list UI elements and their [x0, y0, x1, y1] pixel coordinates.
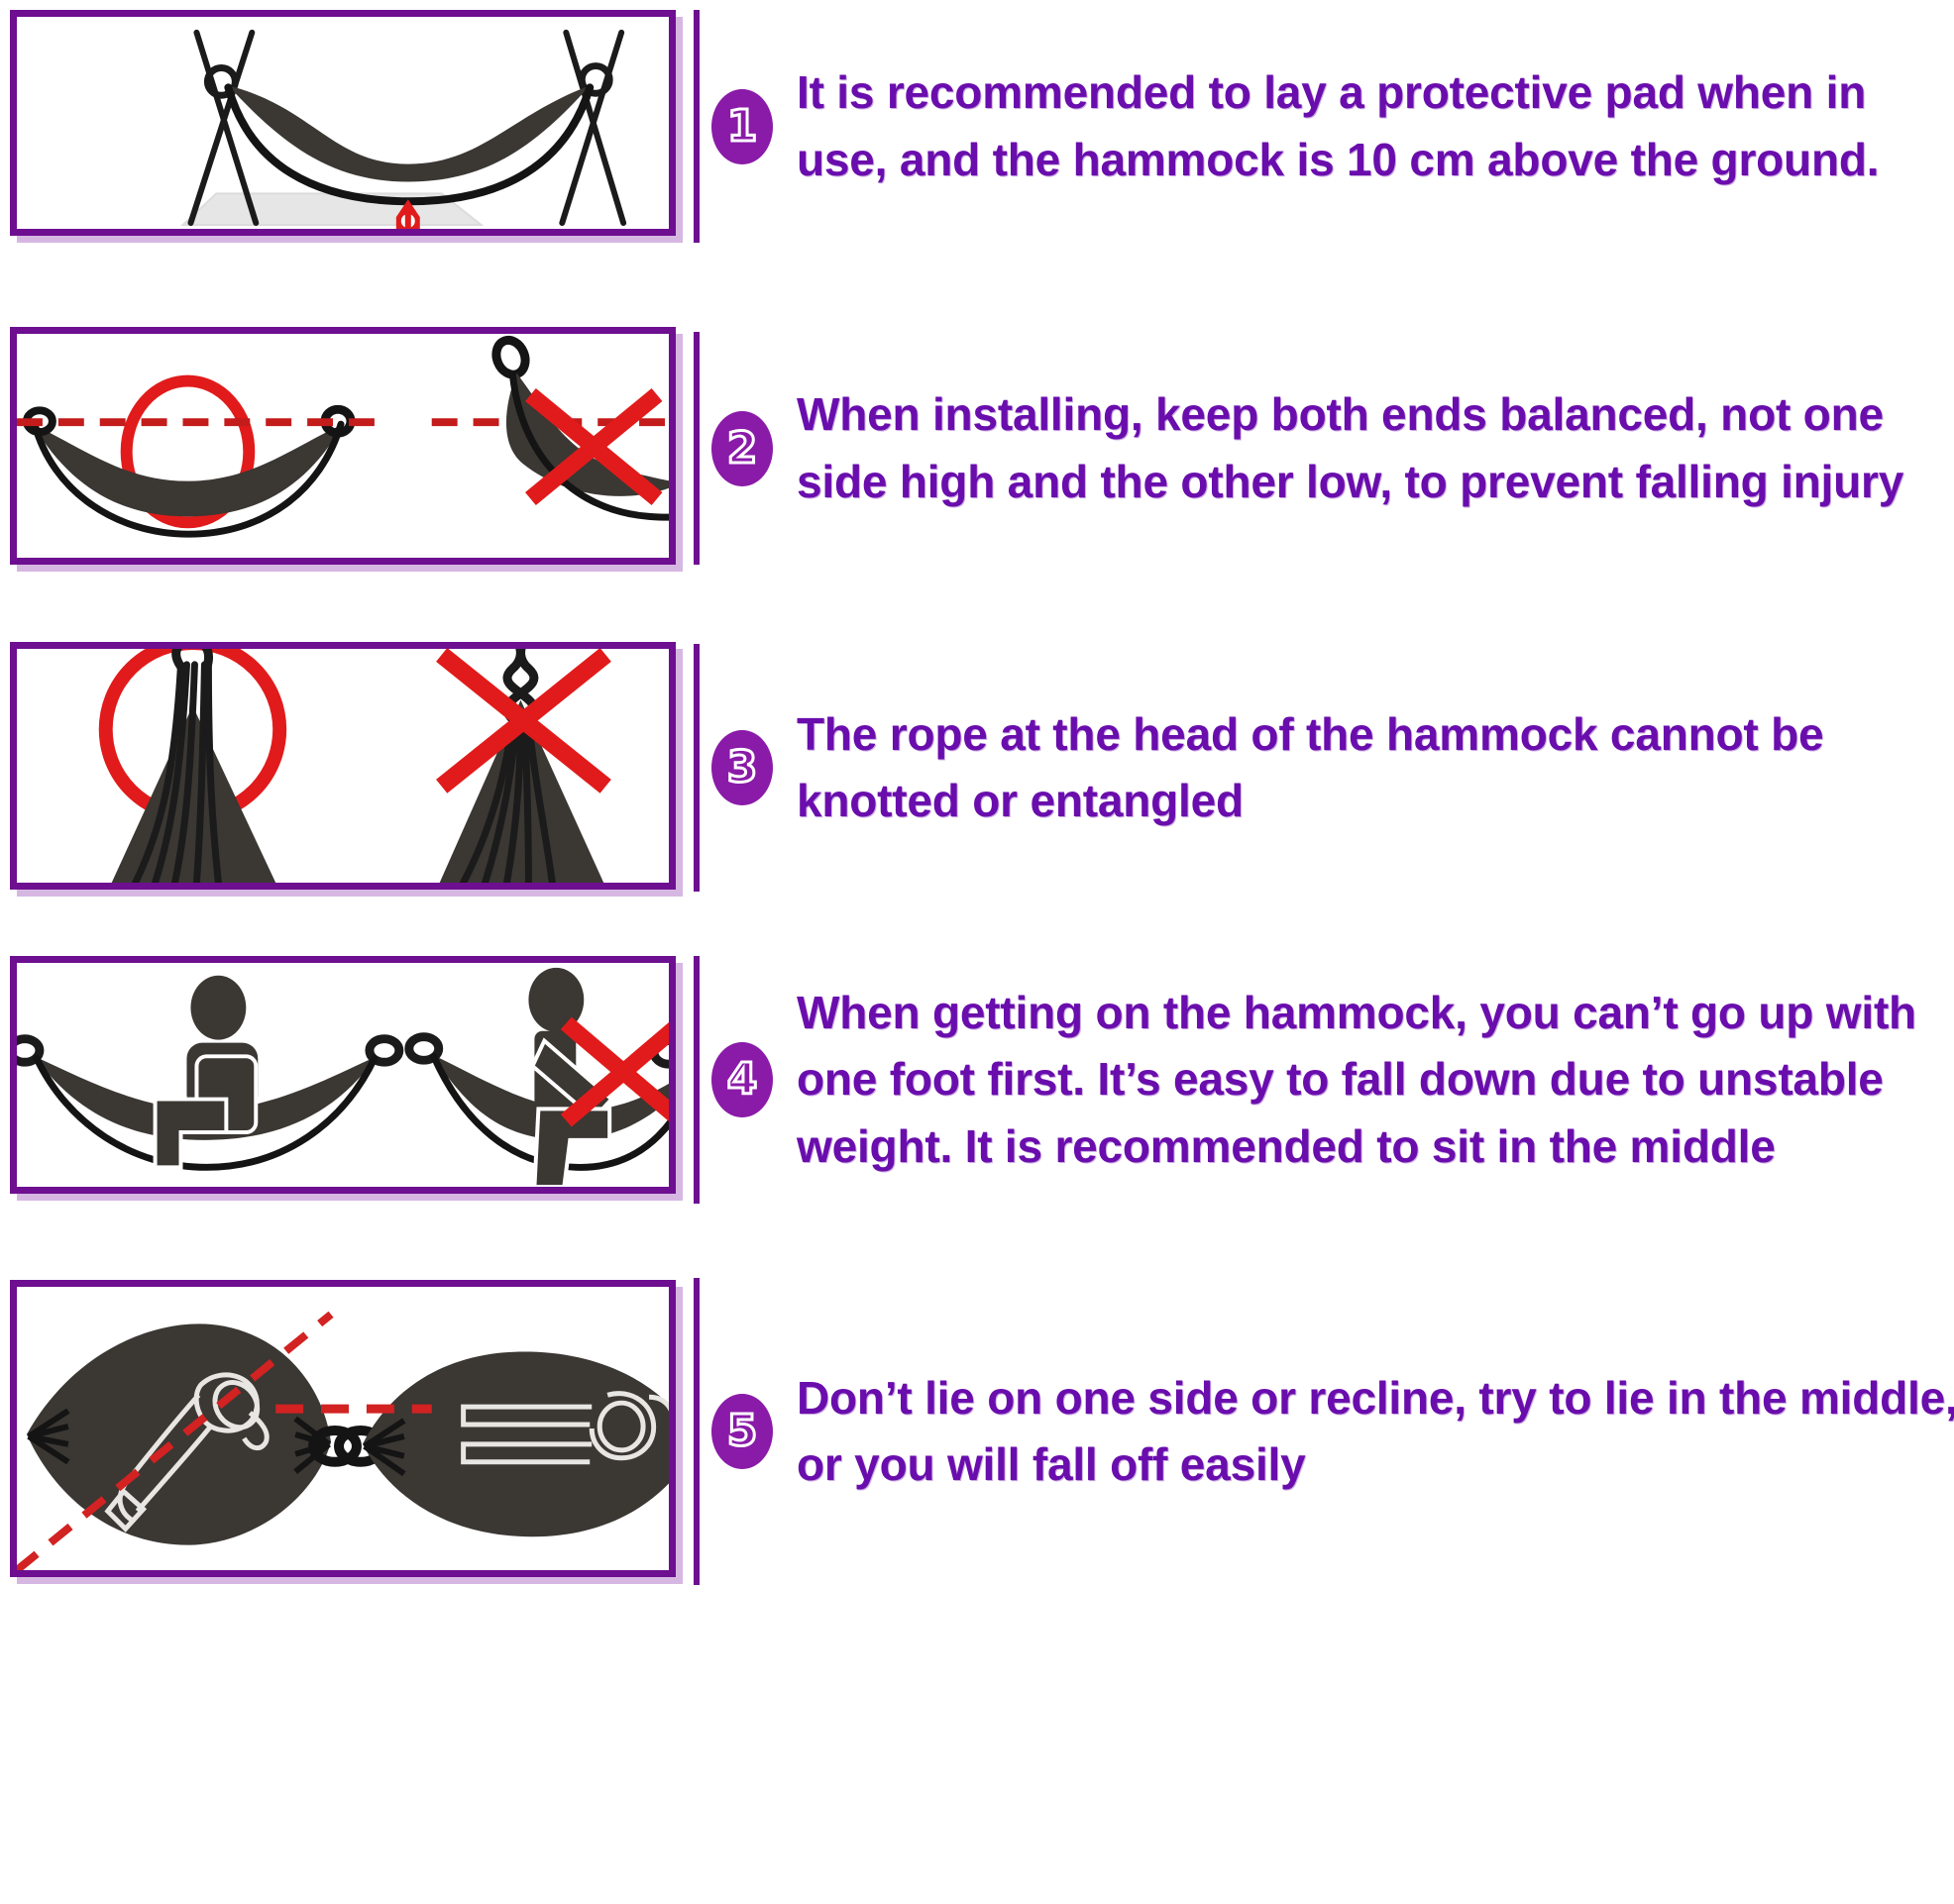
step-3-number-badge: 3	[711, 730, 773, 805]
step-5-number-badge: 5	[711, 1394, 773, 1469]
step-5-divider	[694, 1278, 700, 1585]
untangled-vs-knotted-rope-illustration	[98, 649, 611, 883]
step-2-number-badge: 2	[711, 410, 773, 486]
step-2-divider	[694, 332, 700, 565]
step-1-divider	[694, 10, 700, 243]
step-4-text-block: 4 When getting on the hammock, you can’t…	[694, 956, 1954, 1204]
step-3-number: 3	[725, 742, 759, 793]
approval-circle-icon	[120, 374, 256, 529]
person-lying-straight-icon	[275, 1351, 669, 1537]
hammock-fabric-icon	[34, 1056, 377, 1140]
hammock-end-gather-icon	[363, 1418, 406, 1477]
step-1-illustration-panel	[10, 10, 676, 236]
step-5-illustration-panel	[10, 1280, 676, 1577]
step-2-instruction-text: When installing, keep both ends balanced…	[797, 388, 1904, 507]
step-5-instruction-text: Don’t lie on one side or recline, try to…	[797, 1371, 1954, 1490]
stand-legs-right-icon	[559, 29, 627, 227]
step-1-instruction-text: It is recommended to lay a protective pa…	[797, 66, 1880, 185]
right-ring-icon	[578, 62, 613, 97]
hammock-on-stand-over-pad-illustration	[179, 29, 627, 229]
hammock-rope-icon	[430, 1052, 669, 1171]
step-3-instruction-text: The rope at the head of the hammock cann…	[797, 707, 1824, 826]
correct-balanced-hammock-icon	[17, 374, 380, 538]
step-3-illustration-panel	[10, 642, 676, 890]
step-4-number: 4	[725, 1054, 759, 1105]
person-lying-diagonal-icon	[17, 1311, 387, 1570]
red-cross-icon	[525, 387, 663, 506]
incorrect-tilted-hammock-icon	[431, 335, 669, 521]
step-4-divider	[694, 956, 700, 1204]
red-cross-icon	[436, 649, 611, 793]
balanced-vs-tilted-hammock-illustration	[17, 335, 669, 538]
stand-legs-left-icon	[187, 29, 260, 227]
step-1-text-block: 1 It is recommended to lay a protective …	[694, 10, 1954, 243]
rope-loop-icon	[171, 649, 213, 671]
person-figure-icon	[528, 967, 615, 1187]
step-1-number: 1	[725, 100, 759, 152]
step-4-illustration-panel	[10, 956, 676, 1194]
rope-strands-icon	[132, 661, 222, 883]
lie-diagonal-vs-lie-straight-illustration	[17, 1311, 669, 1570]
incorrect-knotted-rope-icon	[436, 649, 611, 883]
sit-centered-vs-one-foot-illustration	[17, 967, 669, 1187]
step-2-text-block: 2 When installing, keep both ends balanc…	[694, 332, 1954, 565]
step-5-text-block: 5 Don’t lie on one side or recline, try …	[694, 1278, 1954, 1585]
step-3-text-block: 3 The rope at the head of the hammock ca…	[694, 644, 1954, 892]
person-outline-icon	[461, 1391, 669, 1465]
incorrect-one-foot-person-icon	[404, 967, 669, 1187]
hammock-rope-icon	[224, 83, 595, 206]
step-5-number: 5	[725, 1406, 759, 1456]
step-2-number: 2	[725, 422, 759, 474]
hammock-top-view-fabric-icon	[26, 1323, 332, 1545]
left-ring-icon	[203, 64, 239, 99]
step-2-illustration-panel	[10, 327, 676, 565]
step-4-instruction-text: When getting on the hammock, you can’t g…	[797, 987, 1916, 1172]
hammock-fabric-icon	[228, 85, 591, 182]
step-1-number-badge: 1	[711, 88, 773, 164]
red-cross-icon	[560, 1016, 669, 1127]
person-figure-icon	[153, 975, 259, 1170]
hammock-rope-icon	[33, 1054, 379, 1171]
hammock-loop-icon	[308, 1426, 362, 1467]
misaligned-axis-line-icon	[17, 1311, 334, 1570]
step-4-number-badge: 4	[711, 1042, 773, 1117]
step-3-divider	[694, 644, 700, 892]
height-arrow-icon	[395, 199, 420, 229]
correct-untangled-rope-icon	[98, 649, 287, 883]
correct-seated-person-icon	[17, 975, 404, 1171]
